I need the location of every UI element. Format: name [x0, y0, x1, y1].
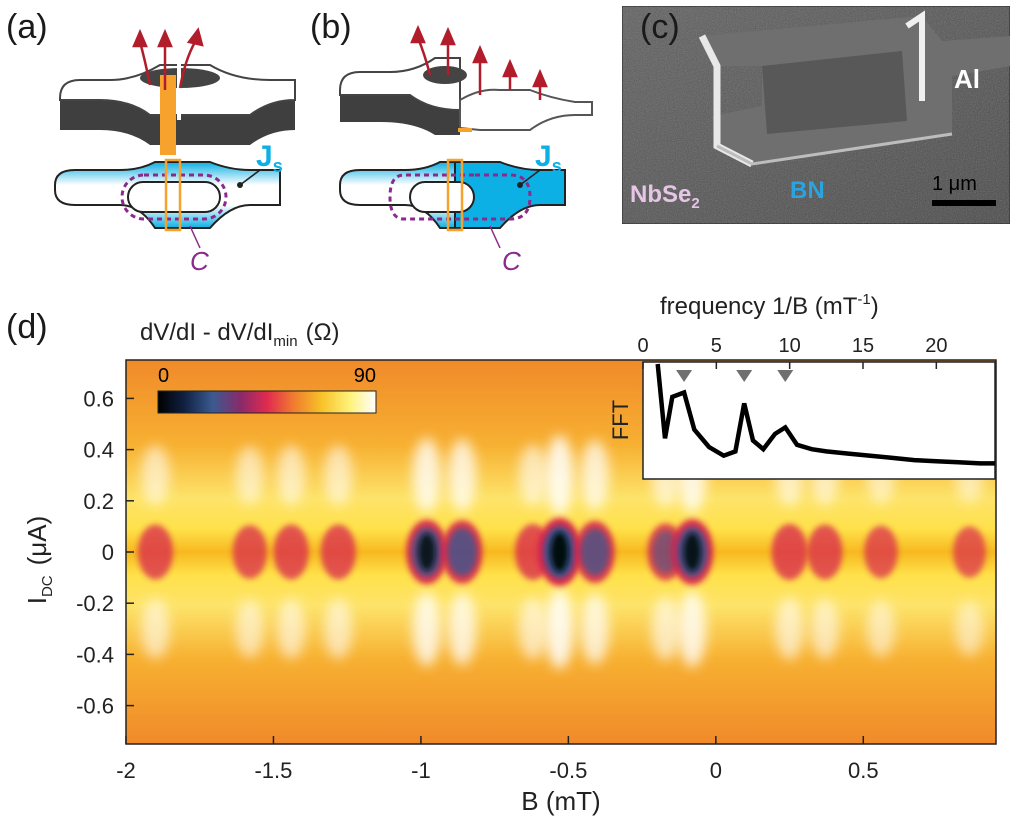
y-axis-label: IDC(μA)	[22, 516, 56, 605]
fft-peak-marker	[736, 370, 753, 382]
field-arrows-b	[410, 24, 548, 100]
heatmap-dip	[537, 435, 582, 669]
panel-label-a: (a)	[6, 8, 48, 46]
heatmap-dip	[574, 439, 615, 665]
heatmap-dip	[273, 445, 309, 659]
field-arrows-a	[132, 27, 204, 90]
x-axis-label: B (mT)	[521, 786, 600, 816]
x-tick-label: 0	[710, 758, 722, 783]
panel-label-c: (c)	[640, 8, 680, 46]
y-axis: 0.6 0.4 0.2 0 -0.2 -0.4 -0.6	[76, 386, 134, 719]
fft-peak-marker	[777, 370, 794, 382]
fft-x-tick-label: 10	[779, 335, 801, 357]
label-al: Al	[954, 64, 980, 94]
colorbar-min-label: 0	[158, 365, 169, 387]
panel-a-diagram: Js C	[54, 27, 296, 276]
y-tick-label: 0.2	[83, 489, 114, 514]
x-tick-label: -0.5	[549, 758, 587, 783]
label-bn: BN	[790, 177, 825, 204]
fft-x-axis: 0 5 10 15 20	[637, 335, 947, 369]
x-tick-label: -1.5	[254, 758, 292, 783]
contour-label-a: C	[190, 246, 209, 276]
y-tick-label: -0.4	[76, 642, 114, 667]
heatmap-dip	[137, 445, 174, 659]
current-label-a: Js	[256, 140, 283, 176]
sem-image: Al NbSe2 BN 1 μm	[622, 6, 1010, 224]
heatmap-dip	[671, 437, 714, 667]
y-tick-label: 0.6	[83, 386, 114, 411]
heatmap-dip	[406, 437, 448, 667]
contour-label-b: C	[502, 246, 521, 276]
heatmap-dip	[441, 438, 483, 666]
fft-x-tick-label: 15	[852, 335, 874, 357]
device-topview-a	[54, 158, 281, 249]
panel-b-diagram: Js C	[339, 24, 593, 276]
x-tick-label: -2	[116, 758, 136, 783]
x-tick-label: -1	[411, 758, 431, 783]
y-tick-label: -0.6	[76, 694, 114, 719]
colorbar-max-label: 90	[354, 365, 376, 387]
colorbar	[157, 390, 377, 414]
label-nbse2: NbSe2	[630, 181, 700, 212]
fft-y-label: FFT	[608, 400, 633, 440]
x-tick-label: 0.5	[848, 758, 879, 783]
fft-title: frequency 1/B (mT-1)	[660, 291, 879, 320]
heatmap-dip	[232, 446, 268, 658]
al-electrode	[698, 10, 1010, 168]
fft-peak-markers	[676, 370, 794, 382]
x-axis: -2 -1.5 -1 -0.5 0 0.5	[116, 736, 879, 783]
fft-x-tick-label: 0	[637, 335, 648, 357]
fft-peak-marker	[676, 370, 693, 382]
scale-bar-label: 1 μm	[932, 173, 977, 195]
y-tick-label: -0.2	[76, 591, 114, 616]
colorbar-title: dV/dI - dV/dImin(Ω)	[140, 319, 340, 350]
current-label-b: Js	[535, 140, 562, 176]
scale-bar	[932, 200, 996, 206]
y-tick-label: 0	[102, 540, 114, 565]
device-3d-a	[59, 60, 296, 155]
panel-label-b: (b)	[310, 8, 352, 46]
y-tick-label: 0.4	[83, 438, 114, 463]
fft-x-tick-label: 5	[711, 335, 722, 357]
heatmap-dip	[320, 445, 356, 659]
fft-series-line	[655, 363, 995, 466]
device-topview-b	[339, 158, 566, 249]
panel-label-d: (d)	[6, 308, 48, 346]
fft-x-tick-label: 20	[925, 335, 947, 357]
device-3d-b	[339, 57, 593, 135]
